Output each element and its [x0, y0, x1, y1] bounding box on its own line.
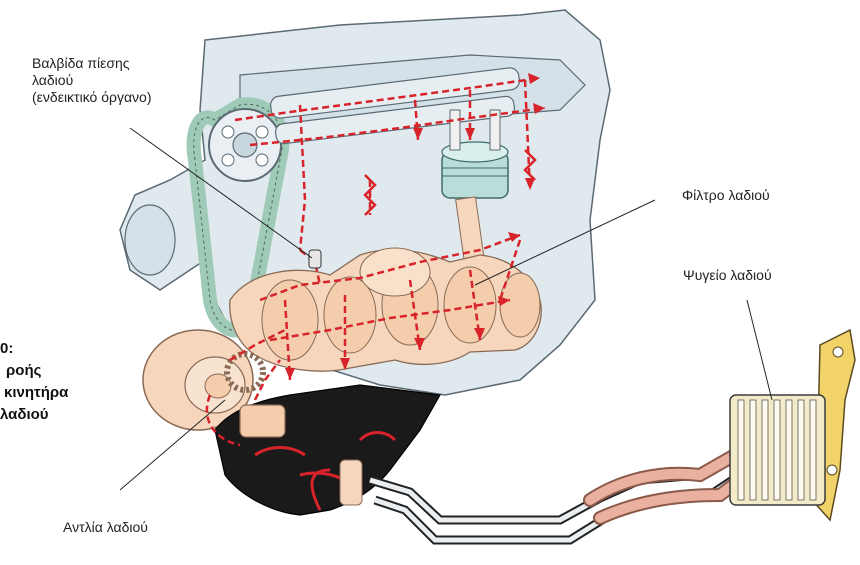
label-oil-pump: Αντλία λαδιού	[63, 519, 148, 536]
label-pressure-valve-line2: λαδιού	[32, 72, 152, 89]
side-title-line4: λαδιού	[0, 404, 68, 426]
label-pressure-valve-line3: (ενδεικτικό όργανο)	[32, 89, 152, 106]
oil-cooler-lines	[370, 455, 735, 520]
alternator	[125, 205, 175, 275]
label-oil-filter: Φίλτρο λαδιού	[682, 187, 770, 204]
label-pressure-valve: Βαλβίδα πίεσης λαδιού (ενδεικτικό όργανο…	[32, 55, 152, 106]
oil-pump	[240, 405, 285, 437]
side-title-line2: ροής	[0, 360, 68, 382]
side-title-line1: 0:	[0, 338, 68, 360]
label-oil-cooler: Ψυγείο λαδιού	[683, 267, 772, 284]
side-title-line3: κινητήρα	[0, 382, 68, 404]
side-title: 0: ροής κινητήρα λαδιού	[0, 338, 68, 426]
oil-cooler	[730, 395, 825, 505]
label-pressure-valve-line1: Βαλβίδα πίεσης	[32, 55, 152, 72]
leader-oil-cooler	[747, 300, 772, 400]
